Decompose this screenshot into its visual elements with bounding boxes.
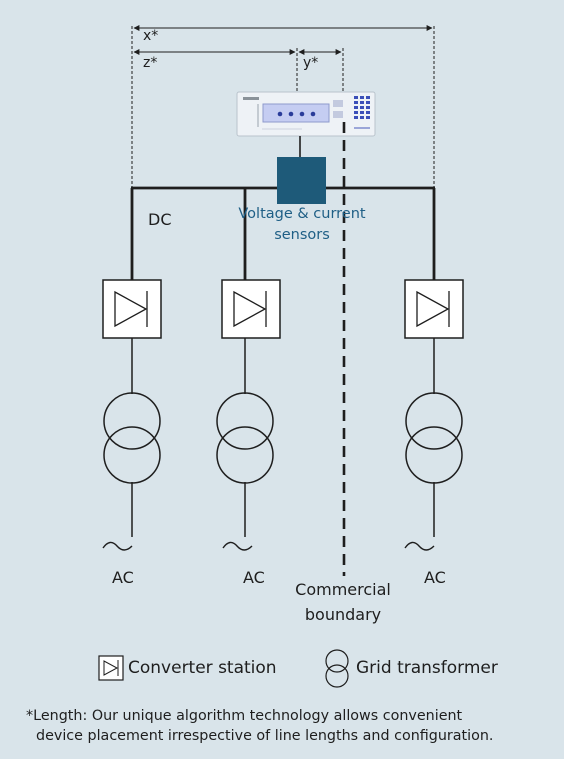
commercial-boundary-label: Commercial boundary bbox=[295, 580, 391, 624]
legend-converter-label: Converter station bbox=[128, 658, 277, 678]
converter-station-1 bbox=[102, 279, 162, 339]
dc-label: DC bbox=[148, 210, 172, 229]
dimension-lines bbox=[131, 25, 435, 188]
grid-transformer-3 bbox=[405, 392, 463, 484]
sensor-label: Voltage & current sensors bbox=[238, 206, 366, 243]
transformer-legend-icon bbox=[325, 649, 349, 688]
ac-label-2: AC bbox=[243, 568, 265, 587]
ac-symbol-1 bbox=[102, 541, 133, 551]
protection-device-image bbox=[236, 91, 376, 137]
ac-label-3: AC bbox=[424, 568, 446, 587]
y-label: y* bbox=[303, 55, 319, 71]
legend-transformer-label: Grid transformer bbox=[356, 658, 498, 678]
sensor-box bbox=[277, 157, 326, 204]
x-label: x* bbox=[143, 28, 159, 44]
ac-symbol-3 bbox=[404, 541, 435, 551]
converter-legend-icon bbox=[98, 655, 124, 681]
grid-transformer-1 bbox=[103, 392, 161, 484]
grid-transformer-2 bbox=[216, 392, 274, 484]
footnote: *Length: Our unique algorithm technology… bbox=[26, 708, 494, 744]
z-label: z* bbox=[143, 55, 158, 71]
converter-station-3 bbox=[404, 279, 464, 339]
ac-label-1: AC bbox=[112, 568, 134, 587]
ac-symbol-2 bbox=[222, 541, 253, 551]
converter-station-2 bbox=[221, 279, 281, 339]
